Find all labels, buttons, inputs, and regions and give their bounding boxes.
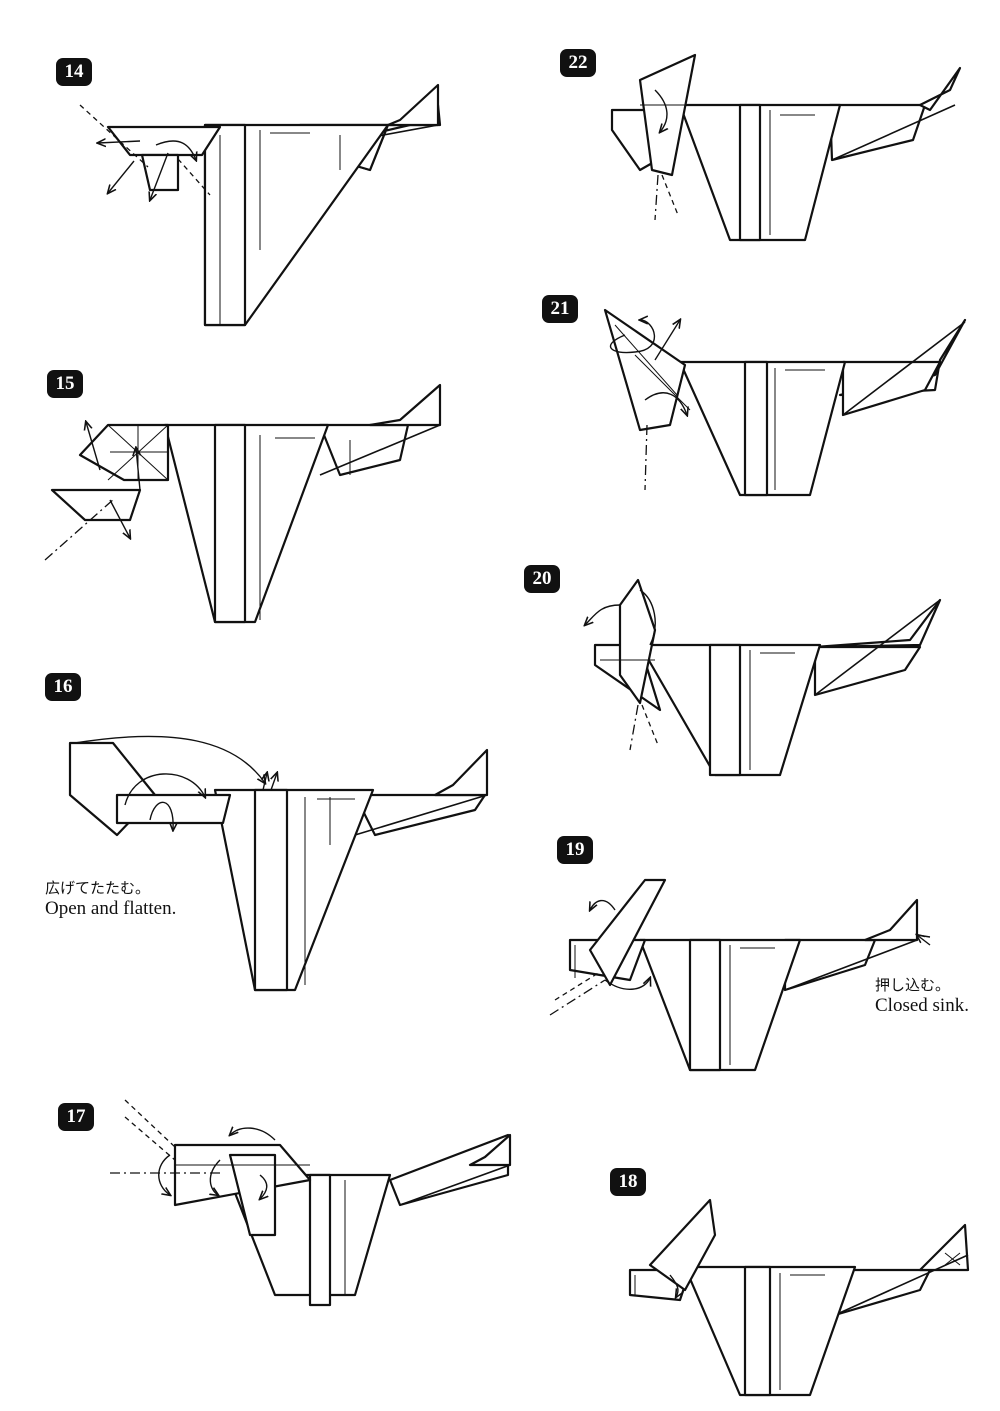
step-22-figure [600,50,980,245]
step-18-figure [620,1195,975,1400]
step-14-figure [70,75,450,335]
step-19-number: 19 [557,836,593,864]
step-21-number: 21 [542,295,578,323]
step-15-body [165,425,328,622]
step-18-number: 18 [610,1168,646,1196]
step-20-figure [580,575,945,780]
step-17-figure [100,1095,520,1310]
step-20-number: 20 [524,565,560,593]
step-22-number: 22 [560,49,596,77]
step-15-figure [40,380,450,630]
step-16-body [215,790,373,990]
step-21-figure [595,300,980,500]
step-19-caption-en: Closed sink. [875,995,969,1017]
step-16-figure [55,735,495,1000]
step-19-figure [545,870,935,1075]
step-19-caption: 押し込む。 Closed sink. [875,975,969,1017]
step-16-caption-jp: 広げてたたむ。 [45,878,176,898]
step-16-caption-en: Open and flatten. [45,898,176,920]
step-16-number: 16 [45,673,81,701]
step-16-caption: 広げてたたむ。 Open and flatten. [45,878,176,920]
step-14-head [108,127,220,155]
step-19-caption-jp: 押し込む。 [875,975,969,995]
step-17-number: 17 [58,1103,94,1131]
